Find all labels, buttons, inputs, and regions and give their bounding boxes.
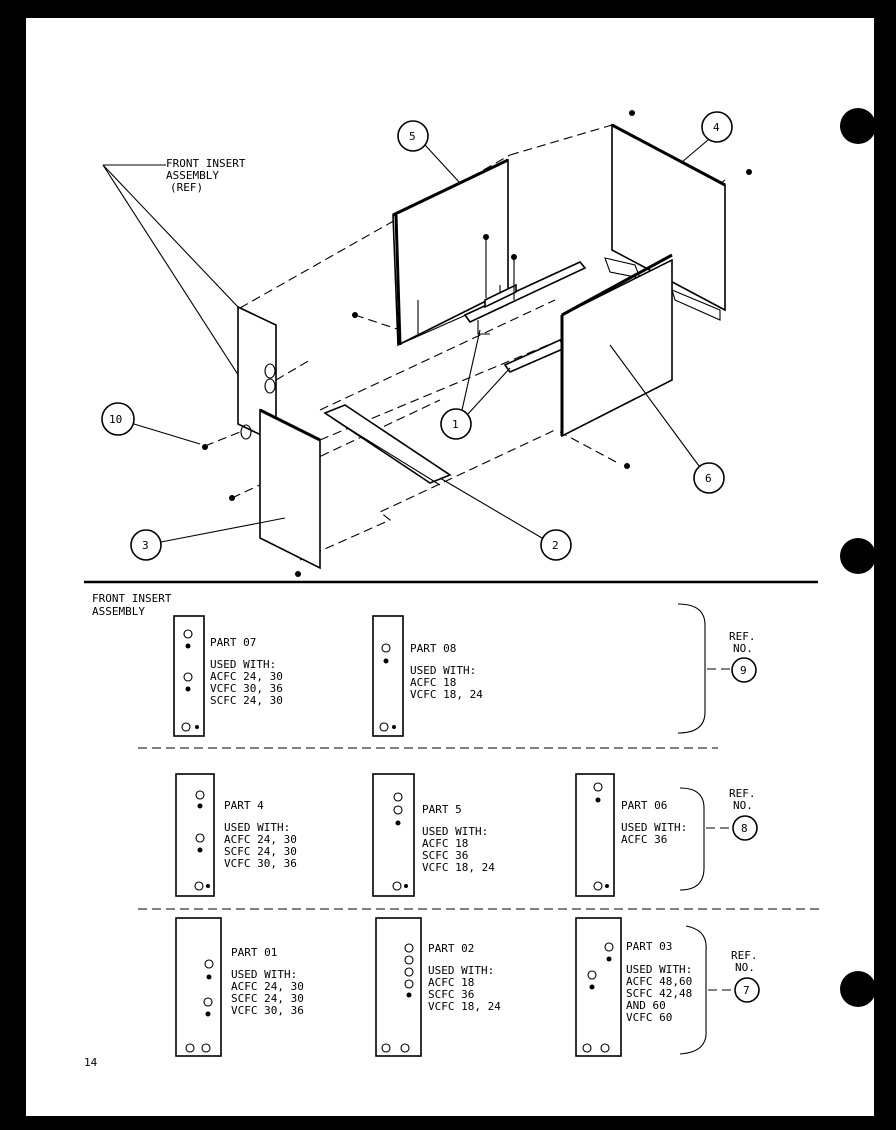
part-07-used-with: USED WITH: <box>210 658 276 671</box>
part-02-model: SCFC 36 <box>428 988 474 1001</box>
part-5-model: SCFC 36 <box>422 849 468 862</box>
callout-1: 1 <box>440 329 511 440</box>
ref-label: REF. <box>729 787 756 800</box>
part-03-model: ACFC 48,60 <box>626 975 692 988</box>
part-5-name: PART 5 <box>422 803 462 816</box>
part-08-model: ACFC 18 <box>410 676 456 689</box>
svg-text:4: 4 <box>713 121 720 134</box>
part-4-name: PART 4 <box>224 799 264 812</box>
svg-text:2: 2 <box>552 539 559 552</box>
insert-section-title-line-2: ASSEMBLY <box>92 605 145 618</box>
part-02-used-with: USED WITH: <box>428 964 494 977</box>
part-01-model: ACFC 24, 30 <box>231 980 304 993</box>
callout-3: 3 <box>130 517 286 561</box>
part-08-model: VCFC 18, 24 <box>410 688 483 701</box>
part-01-name: PART 01 <box>231 946 277 959</box>
part-5-model: ACFC 18 <box>422 837 468 850</box>
part-01-model: VCFC 30, 36 <box>231 1004 304 1017</box>
callout-4: 4 <box>681 111 733 163</box>
ref-label: NO. <box>733 799 753 812</box>
front-insert-ref-label-line-3: (REF) <box>170 181 203 194</box>
part-06-model: ACFC 36 <box>621 833 667 846</box>
part-01-used-with: USED WITH: <box>231 968 297 981</box>
insert-group-ref-9: PART 07 USED WITH: ACFC 24, 30 VCFC 30, … <box>173 603 757 737</box>
svg-text:10: 10 <box>109 413 122 426</box>
front-insert-ref-label-line-1: FRONT INSERT <box>166 157 246 170</box>
ref-number-7: 7 <box>743 984 750 997</box>
part-02-model: ACFC 18 <box>428 976 474 989</box>
ref-label: REF. <box>729 630 756 643</box>
ref-label: NO. <box>735 961 755 974</box>
part-03-name: PART 03 <box>626 940 672 953</box>
part-03-model: VCFC 60 <box>626 1011 672 1024</box>
page-number: 14 <box>84 1056 98 1069</box>
front-insert-ref-label-line-2: ASSEMBLY <box>166 169 219 182</box>
part-06-name: PART 06 <box>621 799 667 812</box>
part-4-model: SCFC 24, 30 <box>224 845 297 858</box>
part-03-used-with: USED WITH: <box>626 963 692 976</box>
ref-number-9: 9 <box>740 664 747 677</box>
part-08-name: PART 08 <box>410 642 456 655</box>
svg-text:6: 6 <box>705 472 712 485</box>
svg-text:1: 1 <box>452 418 459 431</box>
part-03-model: AND 60 <box>626 999 666 1012</box>
part-01-model: SCFC 24, 30 <box>231 992 304 1005</box>
part-4-model: VCFC 30, 36 <box>224 857 297 870</box>
callout-5: 5 <box>397 120 461 184</box>
part-03-model: SCFC 42,48 <box>626 987 692 1000</box>
callout-6: 6 <box>609 344 725 494</box>
part-02-model: VCFC 18, 24 <box>428 1000 501 1013</box>
ref-label: NO. <box>733 642 753 655</box>
insert-section-title-line-1: FRONT INSERT <box>92 592 172 605</box>
callout-10: 10 <box>101 402 201 445</box>
part-07-model: SCFC 24, 30 <box>210 694 283 707</box>
part-06-used-with: USED WITH: <box>621 821 687 834</box>
part-07-name: PART 07 <box>210 636 256 649</box>
insert-group-ref-8: PART 4 USED WITH: ACFC 24, 30 SCFC 24, 3… <box>175 773 758 897</box>
part-07-model: ACFC 24, 30 <box>210 670 283 683</box>
part-2-rail <box>323 404 452 484</box>
callout-2: 2 <box>439 477 572 561</box>
part-08-used-with: USED WITH: <box>410 664 476 677</box>
part-02-name: PART 02 <box>428 942 474 955</box>
ref-label: REF. <box>731 949 758 962</box>
insert-group-ref-7: PART 01 USED WITH: ACFC 24, 30 SCFC 24, … <box>175 917 760 1057</box>
exploded-view: FRONT INSERT ASSEMBLY (REF) <box>101 110 752 577</box>
binder-hole-top <box>840 108 876 144</box>
part-4-model: ACFC 24, 30 <box>224 833 297 846</box>
ref-number-8: 8 <box>741 822 748 835</box>
svg-text:3: 3 <box>142 539 149 552</box>
part-5-model: VCFC 18, 24 <box>422 861 495 874</box>
part-07-model: VCFC 30, 36 <box>210 682 283 695</box>
binder-hole-middle <box>840 538 876 574</box>
part-4-used-with: USED WITH: <box>224 821 290 834</box>
binder-hole-bottom <box>840 971 876 1007</box>
svg-text:5: 5 <box>409 130 416 143</box>
part-5-used-with: USED WITH: <box>422 825 488 838</box>
